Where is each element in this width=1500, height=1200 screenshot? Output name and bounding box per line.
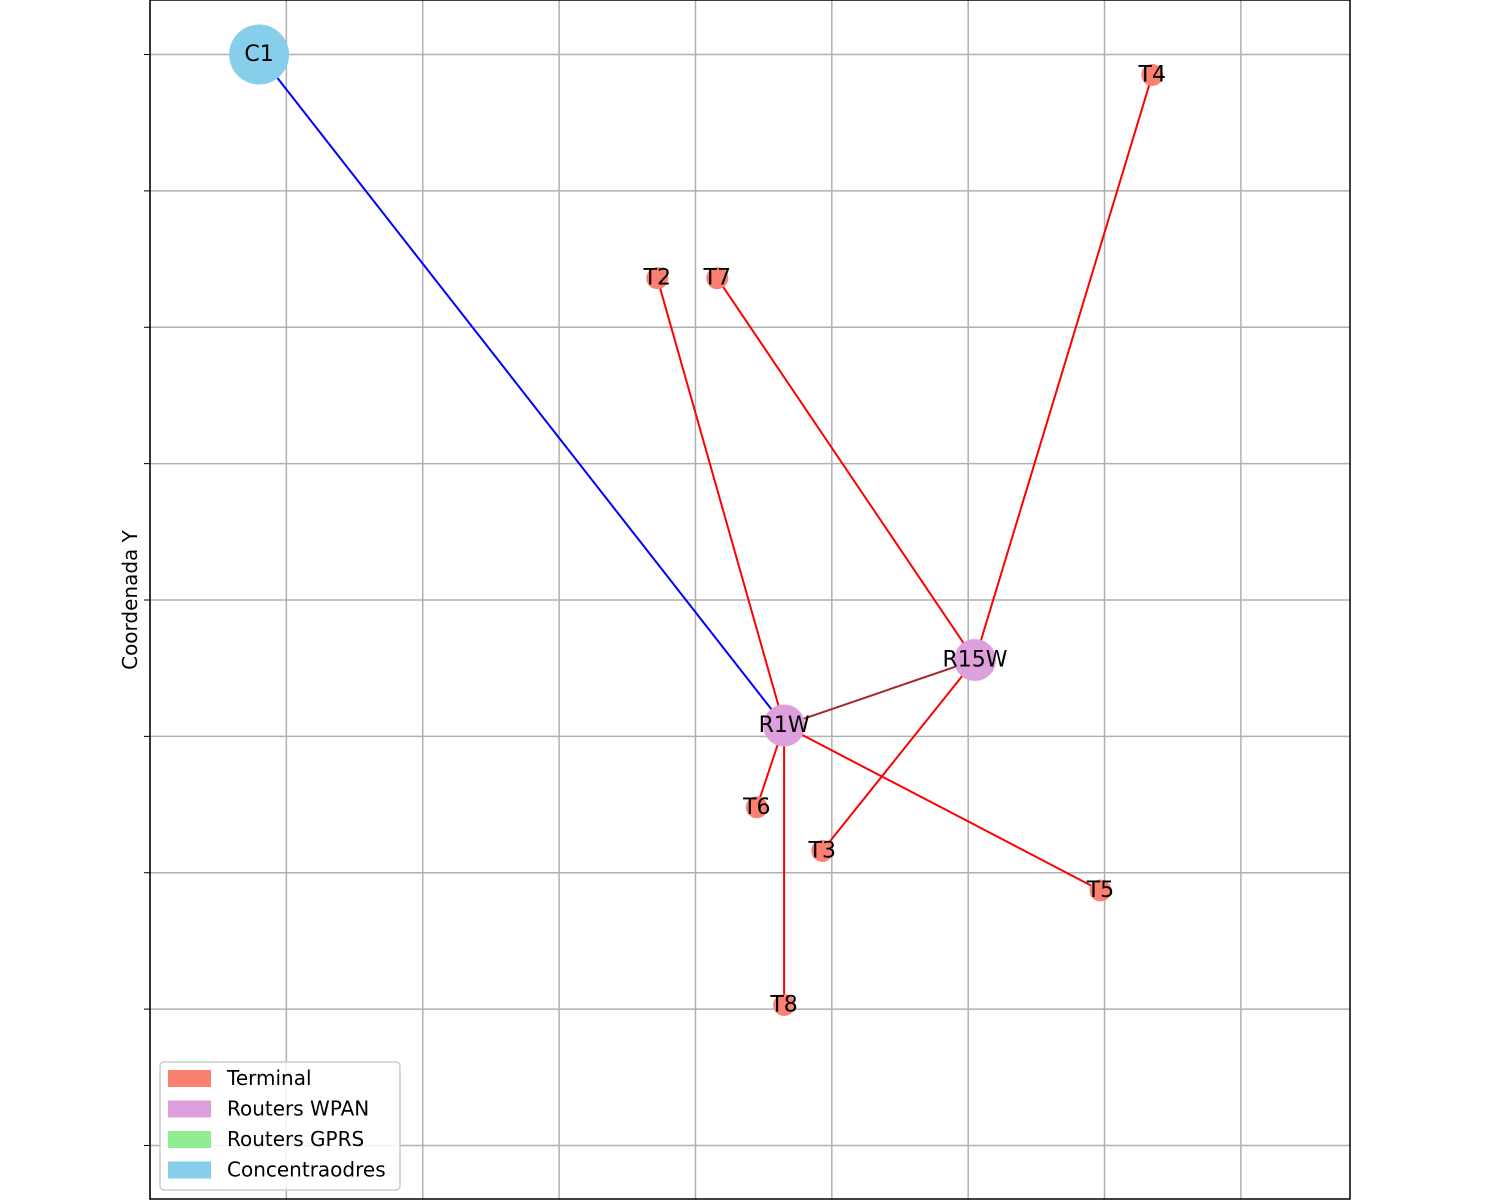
node-label: T6 — [742, 795, 770, 820]
node-r1w: R1W — [759, 704, 810, 747]
node-label: T7 — [703, 266, 731, 291]
node-c1: C1 — [229, 24, 290, 85]
legend-swatch — [168, 1100, 211, 1118]
plot-frame — [149, 0, 1351, 1200]
grid — [144, 0, 1350, 1200]
node-label: R15W — [942, 648, 1007, 673]
legend-box — [159, 1061, 401, 1191]
node-t8: T8 — [769, 993, 797, 1018]
node-marker — [811, 839, 834, 862]
node-marker — [1089, 879, 1112, 902]
y-axis-label: Coordenada Y — [118, 529, 142, 670]
node-r15w: R15W — [942, 639, 1008, 681]
legend-label: Routers WPAN — [227, 1097, 369, 1121]
link-r15w-t7 — [716, 277, 976, 661]
link-r1w-t2 — [656, 277, 786, 726]
legend-swatch — [168, 1131, 211, 1148]
node-label: T4 — [1138, 63, 1166, 88]
node-label: T2 — [643, 266, 671, 291]
link-r1w-r15w — [783, 659, 976, 727]
links — [258, 53, 1154, 1005]
link-r15w-t4 — [974, 74, 1154, 661]
legend-label: Concentraodres — [227, 1158, 386, 1182]
node-marker — [229, 24, 290, 85]
link-r1w-t5 — [783, 724, 1101, 892]
node-t3: T3 — [808, 838, 836, 863]
legend-swatch — [168, 1161, 211, 1179]
link-c1-r1w — [258, 53, 785, 727]
node-t7: T7 — [703, 266, 731, 291]
link-r15w-t3 — [821, 659, 976, 852]
legend-label: Terminal — [226, 1066, 312, 1090]
node-label: C1 — [244, 42, 273, 67]
node-marker — [646, 267, 669, 290]
legend-label: Routers GPRS — [227, 1127, 364, 1151]
node-label: T5 — [1086, 878, 1114, 903]
legend-swatch — [168, 1070, 211, 1087]
node-t2: T2 — [643, 266, 671, 291]
node-t5: T5 — [1086, 878, 1114, 903]
node-marker — [1141, 64, 1164, 86]
node-marker — [745, 796, 768, 819]
node-marker — [773, 994, 796, 1016]
node-marker — [954, 639, 996, 681]
node-label: T3 — [808, 838, 836, 863]
node-t4: T4 — [1138, 63, 1166, 88]
node-marker — [706, 267, 729, 290]
node-t6: T6 — [742, 795, 770, 820]
node-label: T8 — [769, 993, 797, 1018]
node-label: R1W — [759, 713, 810, 738]
node-marker — [763, 704, 806, 747]
